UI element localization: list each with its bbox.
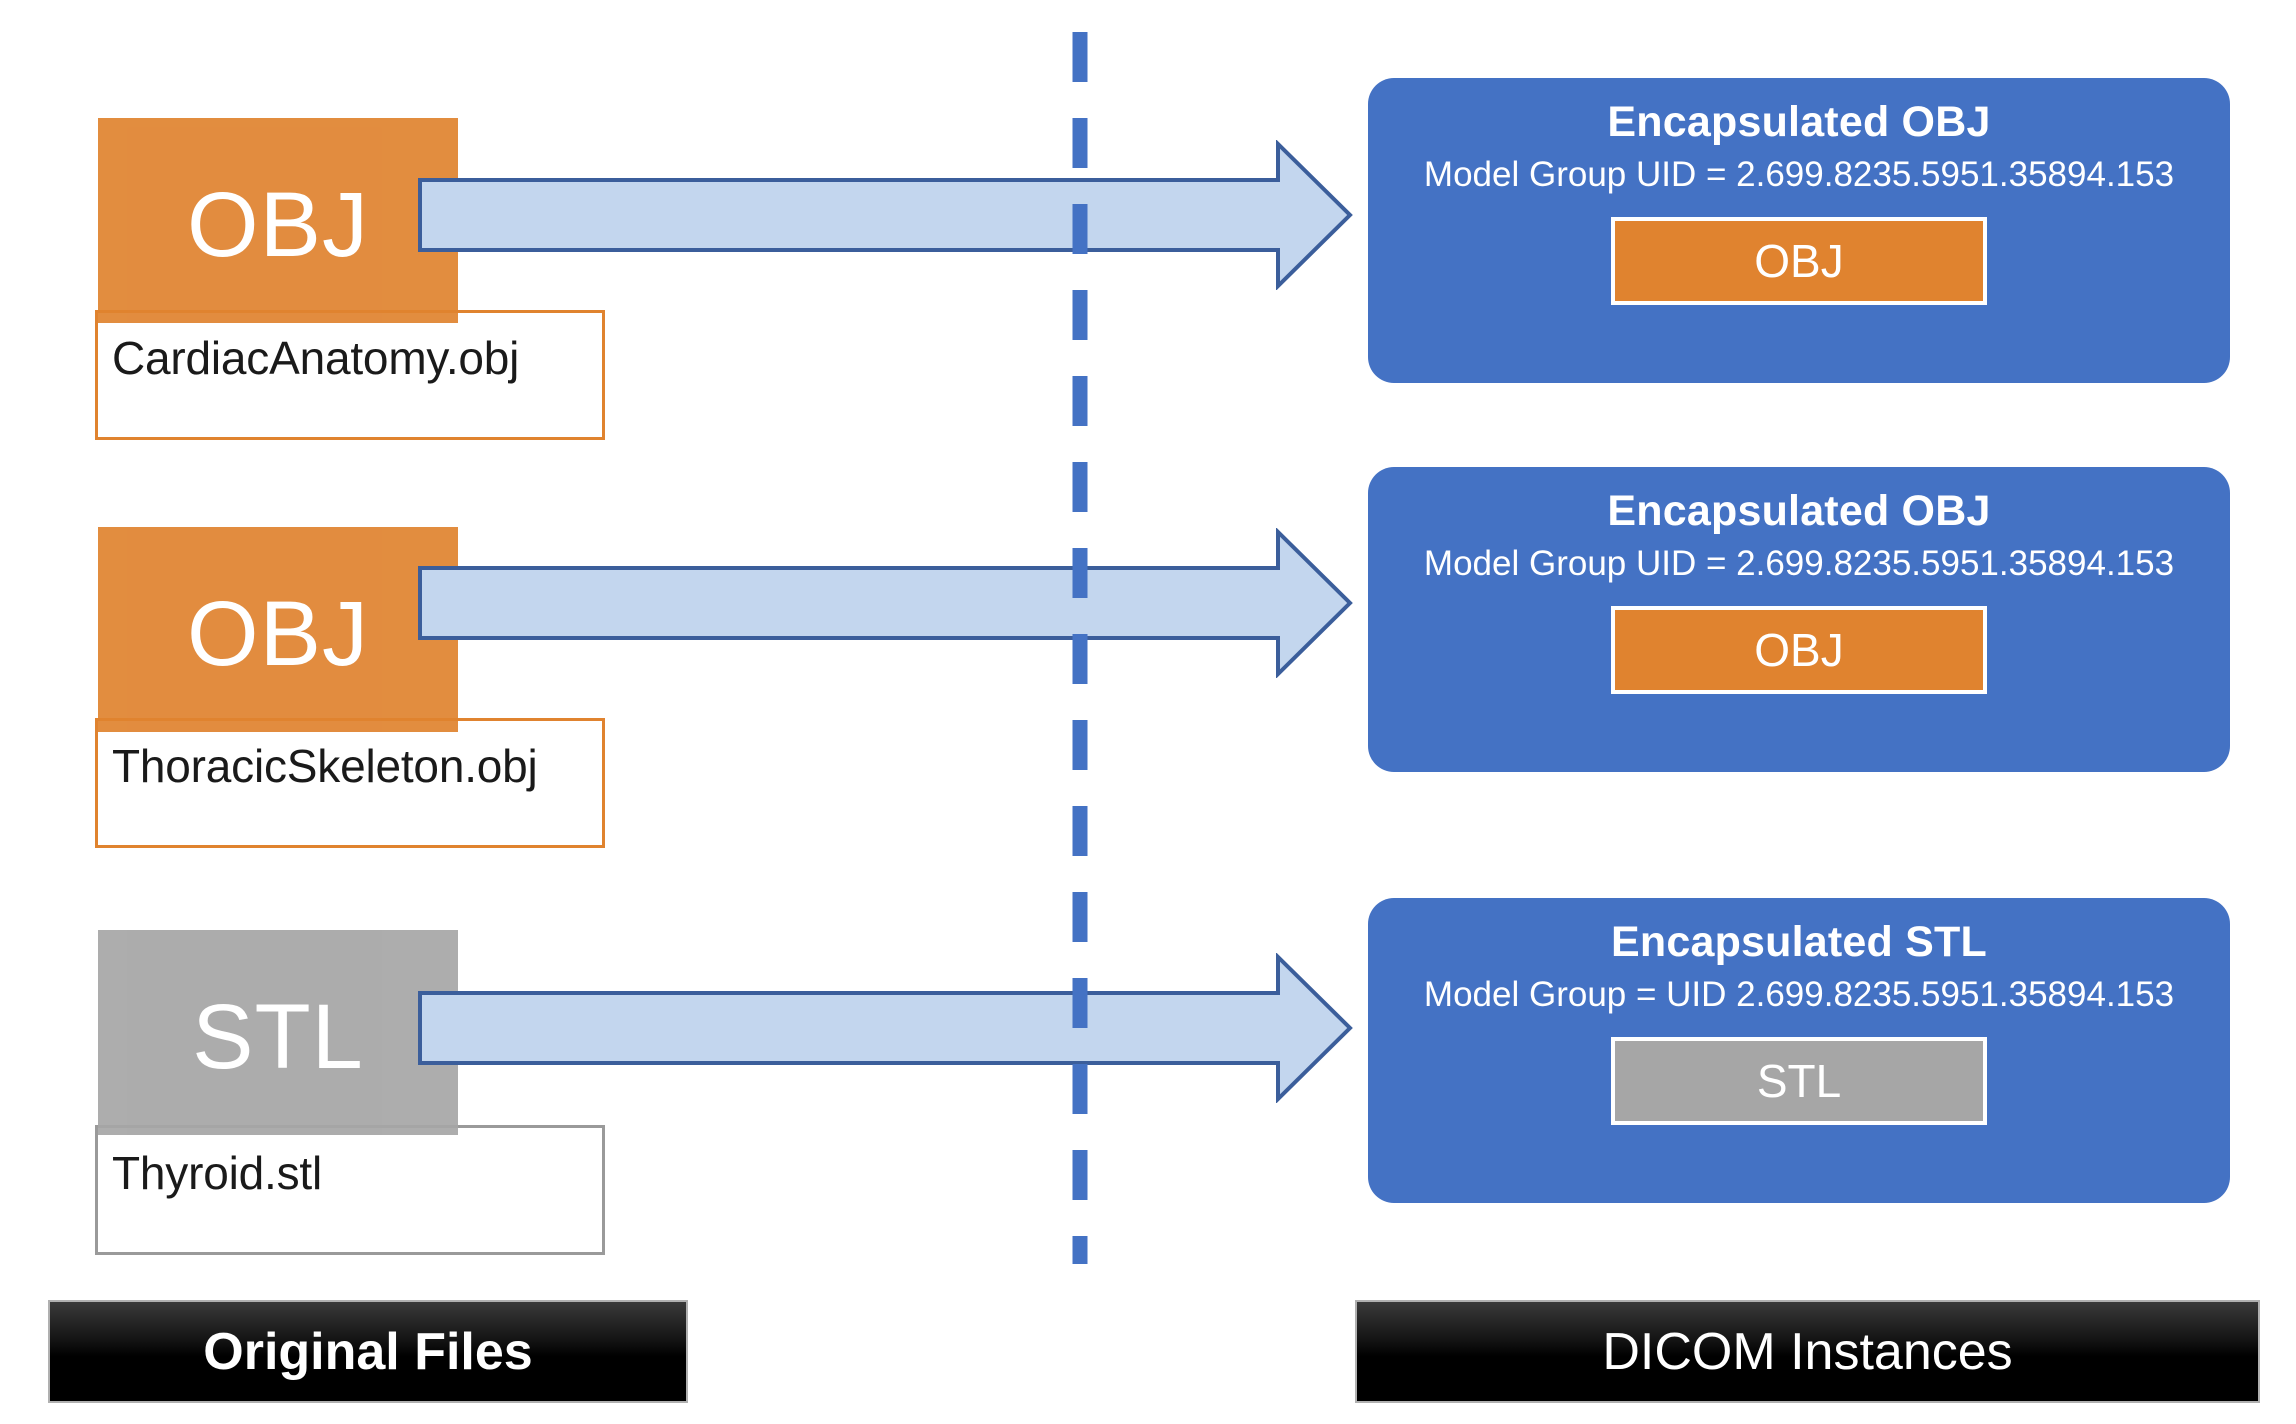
format-swatch-3: STL — [98, 930, 458, 1135]
format-swatch-1: OBJ — [98, 118, 458, 323]
banner-original-files: Original Files — [48, 1300, 688, 1403]
dicom-inner-swatch-3: STL — [1611, 1037, 1987, 1125]
file-label-box-3: Thyroid.stl — [95, 1125, 605, 1255]
vertical-dashed-divider — [1072, 32, 1088, 1264]
dicom-inner-swatch-1: OBJ — [1611, 217, 1987, 305]
banner-dicom-instances: DICOM Instances — [1355, 1300, 2260, 1403]
dicom-inner-label-1: OBJ — [1754, 235, 1844, 287]
banner-original-files-label: Original Files — [203, 1322, 533, 1381]
dicom-instance-card-3: Encapsulated STL Model Group = UID 2.699… — [1368, 898, 2230, 1203]
file-name-3: Thyroid.stl — [112, 1147, 322, 1199]
dicom-title-1: Encapsulated OBJ — [1607, 98, 1991, 146]
file-name-2: ThoracicSkeleton.obj — [112, 740, 538, 792]
transform-arrow-3 — [418, 953, 1353, 1103]
file-label-box-1: CardiacAnatomy.obj — [95, 310, 605, 440]
dicom-uid-1: Model Group UID = 2.699.8235.5951.35894.… — [1423, 155, 2175, 194]
dicom-title-3: Encapsulated STL — [1611, 918, 1987, 966]
format-swatch-label-2: OBJ — [187, 582, 369, 685]
transform-arrow-1 — [418, 140, 1353, 290]
dicom-instance-card-1: Encapsulated OBJ Model Group UID = 2.699… — [1368, 78, 2230, 383]
dicom-inner-swatch-2: OBJ — [1611, 606, 1987, 694]
transform-arrow-2 — [418, 528, 1353, 678]
file-label-box-2: ThoracicSkeleton.obj — [95, 718, 605, 848]
dicom-inner-label-2: OBJ — [1754, 624, 1844, 676]
dicom-title-2: Encapsulated OBJ — [1607, 487, 1991, 535]
format-swatch-2: OBJ — [98, 527, 458, 732]
dicom-instance-card-2: Encapsulated OBJ Model Group UID = 2.699… — [1368, 467, 2230, 772]
dicom-inner-label-3: STL — [1756, 1055, 1842, 1107]
format-swatch-label-1: OBJ — [187, 173, 369, 276]
dicom-uid-2: Model Group UID = 2.699.8235.5951.35894.… — [1423, 544, 2175, 583]
dicom-uid-3: Model Group = UID 2.699.8235.5951.35894.… — [1423, 975, 2175, 1014]
format-swatch-label-3: STL — [192, 985, 364, 1088]
file-name-1: CardiacAnatomy.obj — [112, 332, 520, 384]
banner-dicom-instances-label: DICOM Instances — [1602, 1322, 2013, 1381]
